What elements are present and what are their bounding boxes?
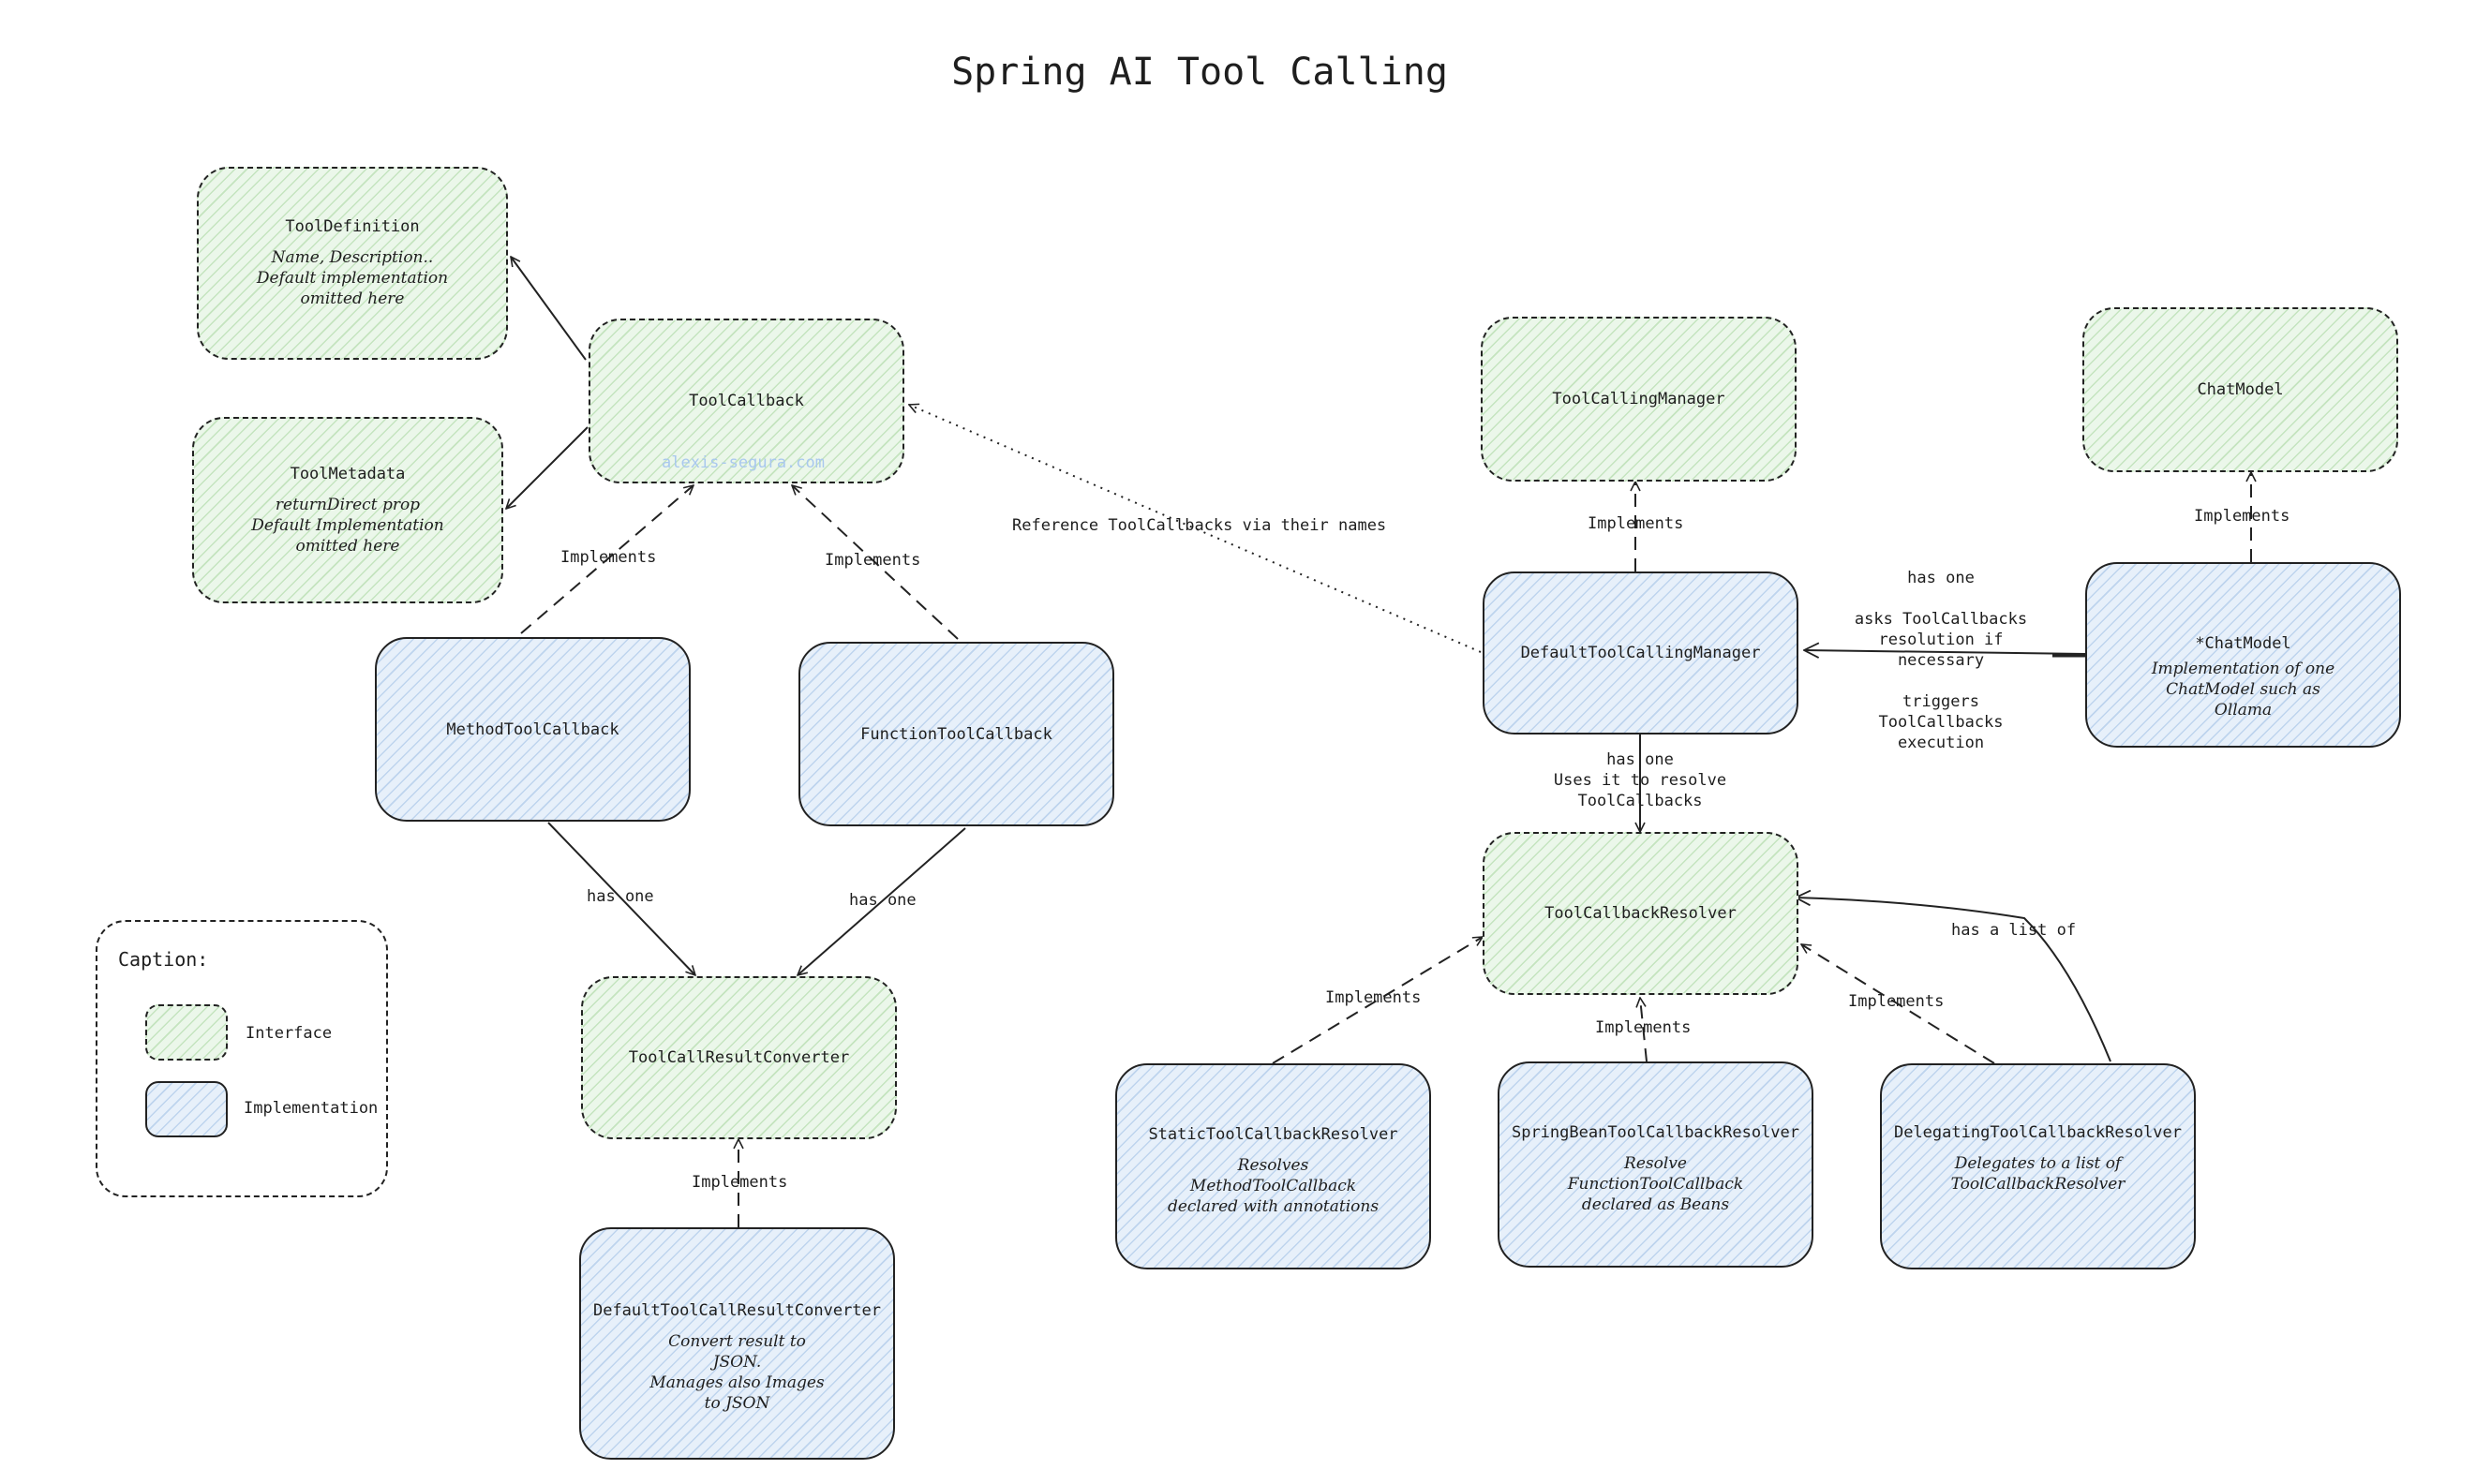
edge-delegating-implements [1801, 944, 1995, 1064]
edge-label-manager-resolver: has one Uses it to resolve ToolCallbacks [1553, 750, 1727, 810]
edge-method-has-one [547, 822, 695, 975]
diagram-title: Spring AI Tool Calling [951, 51, 1448, 94]
methodtoolcallback-node: MethodToolCallback [375, 637, 691, 822]
edge-function-implements [792, 485, 959, 640]
edge-static-implements [1272, 937, 1483, 1064]
caption-interface-label: Interface [246, 1024, 333, 1043]
edge-label-implements-converter: Implements [692, 1173, 788, 1192]
edge-delegating-has-list [1796, 898, 2111, 1062]
node-name: ToolCallResultConverter [628, 1048, 850, 1067]
node-name: ChatModel [2197, 380, 2284, 399]
node-name: DefaultToolCallResultConverter [592, 1301, 882, 1320]
node-description: Resolves MethodToolCallback declared wit… [1167, 1156, 1380, 1216]
edge-label-implements-method: Implements [560, 548, 657, 567]
edge-toolcallback-toolmetadata [506, 426, 589, 509]
edge-label-has-a-list-of: has a list of [1951, 921, 2077, 940]
watermark-text: alexis-segura.com [662, 453, 825, 472]
node-name: *ChatModel [2195, 634, 2291, 653]
springbeantoolcallbackresolver-node: SpringBeanToolCallbackResolver Resolve F… [1498, 1061, 1813, 1268]
caption-implementation-label: Implementation [244, 1099, 379, 1118]
node-name: ToolMetadata [290, 464, 406, 483]
node-name: ToolDefinition [285, 217, 420, 236]
caption-box [96, 920, 388, 1197]
edge-label-implements-delegating: Implements [1848, 992, 1945, 1011]
node-name: DelegatingToolCallbackResolver [1893, 1123, 2183, 1142]
node-name: ToolCallingManager [1552, 390, 1725, 408]
caption-title: Caption: [118, 948, 209, 971]
functiontoolcallback-node: FunctionToolCallback [798, 642, 1114, 826]
defaulttoolcallingmanager-node: DefaultToolCallingManager [1483, 571, 1798, 735]
chatmodel-impl-node: *ChatModel Implementation of one ChatMod… [2085, 562, 2401, 748]
node-name: StaticToolCallbackResolver [1148, 1125, 1398, 1144]
edge-label-implements-spring: Implements [1595, 1018, 1692, 1037]
edge-method-implements [520, 485, 694, 634]
node-description: Resolve FunctionToolCallback declared as… [1567, 1154, 1744, 1214]
node-name: DefaultToolCallingManager [1520, 644, 1761, 662]
chatmodel-node: ChatModel [2082, 307, 2398, 472]
edge-label-implements-manager: Implements [1588, 514, 1684, 533]
caption-implementation-swatch [145, 1081, 228, 1137]
edge-label-implements-function: Implements [825, 551, 921, 570]
node-description: Delegates to a list of ToolCallbackResol… [1950, 1154, 2125, 1194]
node-name: ToolCallback [689, 392, 804, 410]
node-name: SpringBeanToolCallbackResolver [1511, 1123, 1800, 1142]
toolcallingmanager-node: ToolCallingManager [1481, 317, 1797, 482]
node-description: Name, Description.. Default implementati… [256, 248, 449, 308]
toolcallback-node: ToolCallback [589, 319, 904, 483]
node-name: FunctionToolCallback [860, 724, 1052, 744]
edge-toolcallback-tooldefinition [511, 257, 587, 361]
edge-label-chatmodel-manager: has one asks ToolCallbacks resolution if… [1854, 569, 2028, 752]
tooldefinition-node: ToolDefinition Name, Description.. Defau… [197, 167, 508, 360]
node-description: returnDirect prop Default Implementation… [251, 495, 444, 556]
edge-spring-implements [1640, 998, 1648, 1062]
edge-chatmodel-has-manager [1804, 650, 2086, 654]
node-name: MethodToolCallback [446, 720, 619, 739]
edge-label-has-one-method: has one [587, 887, 654, 906]
edge-label-has-one-function: has one [849, 891, 917, 910]
delegatingtoolcallbackresolver-node: DelegatingToolCallbackResolver Delegates… [1880, 1063, 2196, 1269]
edge-reference-by-name [909, 405, 1482, 653]
toolcallbackresolver-node: ToolCallbackResolver [1483, 832, 1798, 995]
defaulttoolcallresultconverter-node: DefaultToolCallResultConverter Convert r… [579, 1227, 895, 1460]
edge-label-reference-by-name: Reference ToolCallbacks via their names [1012, 516, 1387, 535]
edge-function-has-one [798, 827, 966, 975]
caption-interface-swatch [145, 1004, 228, 1061]
node-name: ToolCallbackResolver [1544, 904, 1737, 923]
statictoolcallbackresolver-node: StaticToolCallbackResolver Resolves Meth… [1115, 1063, 1431, 1269]
edge-label-implements-chatmodel: Implements [2194, 507, 2290, 526]
toolcallresultconverter-node: ToolCallResultConverter [581, 976, 897, 1139]
node-description: Implementation of one ChatModel such as … [2151, 660, 2335, 720]
edge-label-implements-static: Implements [1325, 988, 1422, 1007]
node-description: Convert result to JSON. Manages also Ima… [649, 1332, 825, 1413]
toolmetadata-node: ToolMetadata returnDirect prop Default I… [192, 417, 503, 603]
